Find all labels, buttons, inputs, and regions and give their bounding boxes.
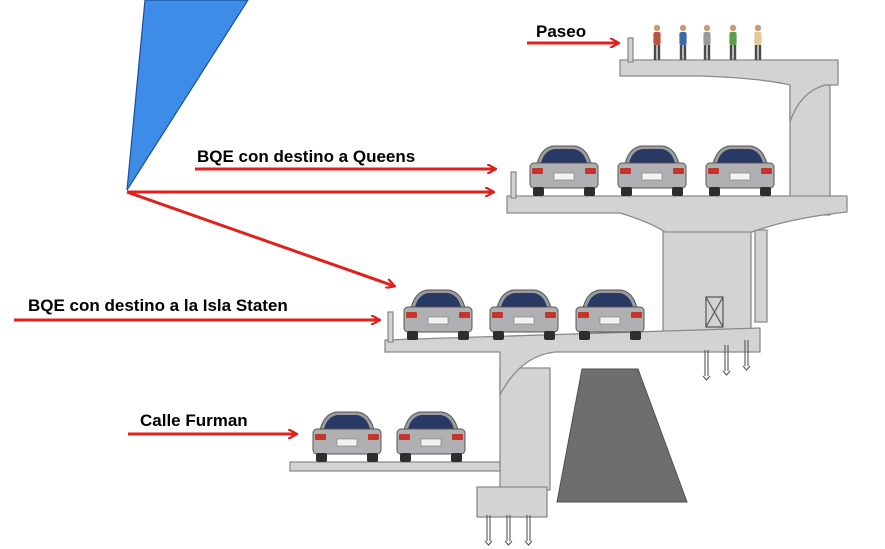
label-queens: BQE con destino a Queens	[197, 147, 415, 166]
car-icon	[403, 289, 473, 341]
car-icon	[312, 411, 382, 463]
car-icon	[529, 145, 599, 197]
cars-queens	[529, 145, 775, 197]
pile-group-lower	[484, 514, 533, 546]
level-arrows	[14, 43, 618, 434]
pedestrian-icon	[653, 24, 661, 60]
label-furman: Calle Furman	[140, 411, 248, 430]
car-icon	[575, 289, 645, 341]
car-icon	[705, 145, 775, 197]
pedestrians	[653, 24, 762, 60]
pedestrian-icon	[703, 24, 711, 60]
cars-staten	[403, 289, 645, 341]
car-icon	[489, 289, 559, 341]
pedestrian-icon	[679, 24, 687, 60]
earth-wall	[556, 368, 688, 503]
viaduct-structure	[289, 37, 848, 518]
car-icon	[617, 145, 687, 197]
pedestrian-icon	[754, 24, 762, 60]
label-paseo: Paseo	[536, 22, 586, 41]
x-brace	[705, 296, 724, 328]
label-staten: BQE con destino a la Isla Staten	[28, 296, 288, 315]
cars-furman	[312, 411, 466, 463]
view-beam-icon	[126, 0, 249, 191]
car-icon	[396, 411, 466, 463]
pedestrian-icon	[729, 24, 737, 60]
arrow-beam-to-staten	[126, 190, 394, 286]
